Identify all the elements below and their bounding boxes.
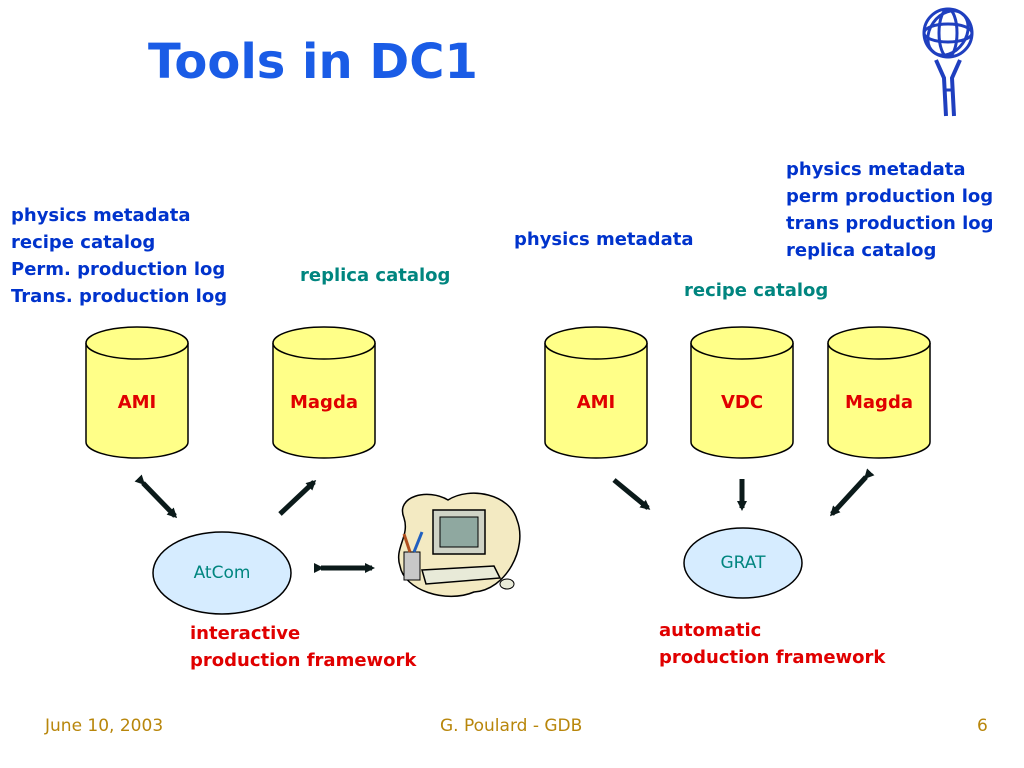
- arrow-ami-atcom: [134, 474, 178, 519]
- db-label-ami-right: AMI: [576, 392, 616, 413]
- note-line: recipe catalog: [11, 232, 156, 253]
- ellipse-atcom: [152, 531, 292, 615]
- cylinder-vdc: [690, 326, 794, 459]
- caption-line: automatic: [659, 620, 762, 641]
- note-line: physics metadata: [11, 205, 191, 226]
- arrow-atcom-magda: [278, 479, 317, 516]
- right-magda-notes: physics metadata perm production log tra…: [786, 156, 994, 264]
- left-magda-note: replica catalog: [300, 265, 451, 286]
- caption-line: production framework: [190, 650, 417, 671]
- atlas-logo-icon: [922, 7, 974, 117]
- left-ami-notes: physics metadata recipe catalog Perm. pr…: [11, 202, 227, 310]
- footer-author: G. Poulard - GDB: [440, 716, 583, 736]
- computer-clipart-icon: [397, 492, 521, 597]
- slide-title: Tools in DC1: [148, 34, 478, 90]
- cylinder-magda-left: [272, 326, 376, 459]
- cylinder-ami-right: [544, 326, 648, 459]
- caption-line: interactive: [190, 623, 301, 644]
- arrow-ami-grat: [612, 478, 651, 510]
- right-vdc-note: recipe catalog: [684, 280, 829, 301]
- footer-page-number: 6: [977, 716, 988, 736]
- db-label-vdc: VDC: [720, 392, 764, 413]
- note-line: Perm. production log: [11, 259, 226, 280]
- note-line: trans production log: [786, 213, 994, 234]
- tool-label-grat: GRAT: [720, 553, 766, 573]
- note-line: physics metadata: [786, 159, 966, 180]
- caption-line: production framework: [659, 647, 886, 668]
- db-label-magda-left: Magda: [290, 392, 358, 413]
- cylinder-magda-right: [827, 326, 931, 459]
- ellipse-grat: [683, 527, 803, 599]
- arrow-magda-grat: [829, 468, 875, 517]
- note-line: perm production log: [786, 186, 994, 207]
- note-line: replica catalog: [786, 240, 937, 261]
- footer-date: June 10, 2003: [45, 716, 164, 736]
- cylinder-ami-left: [85, 326, 189, 459]
- right-ami-note: physics metadata: [514, 229, 694, 250]
- db-label-ami-left: AMI: [117, 392, 157, 413]
- tool-label-atcom: AtCom: [193, 563, 251, 583]
- right-caption: automatic production framework: [659, 617, 885, 671]
- db-label-magda-right: Magda: [845, 392, 913, 413]
- left-caption: interactive production framework: [190, 620, 416, 674]
- note-line: Trans. production log: [11, 286, 228, 307]
